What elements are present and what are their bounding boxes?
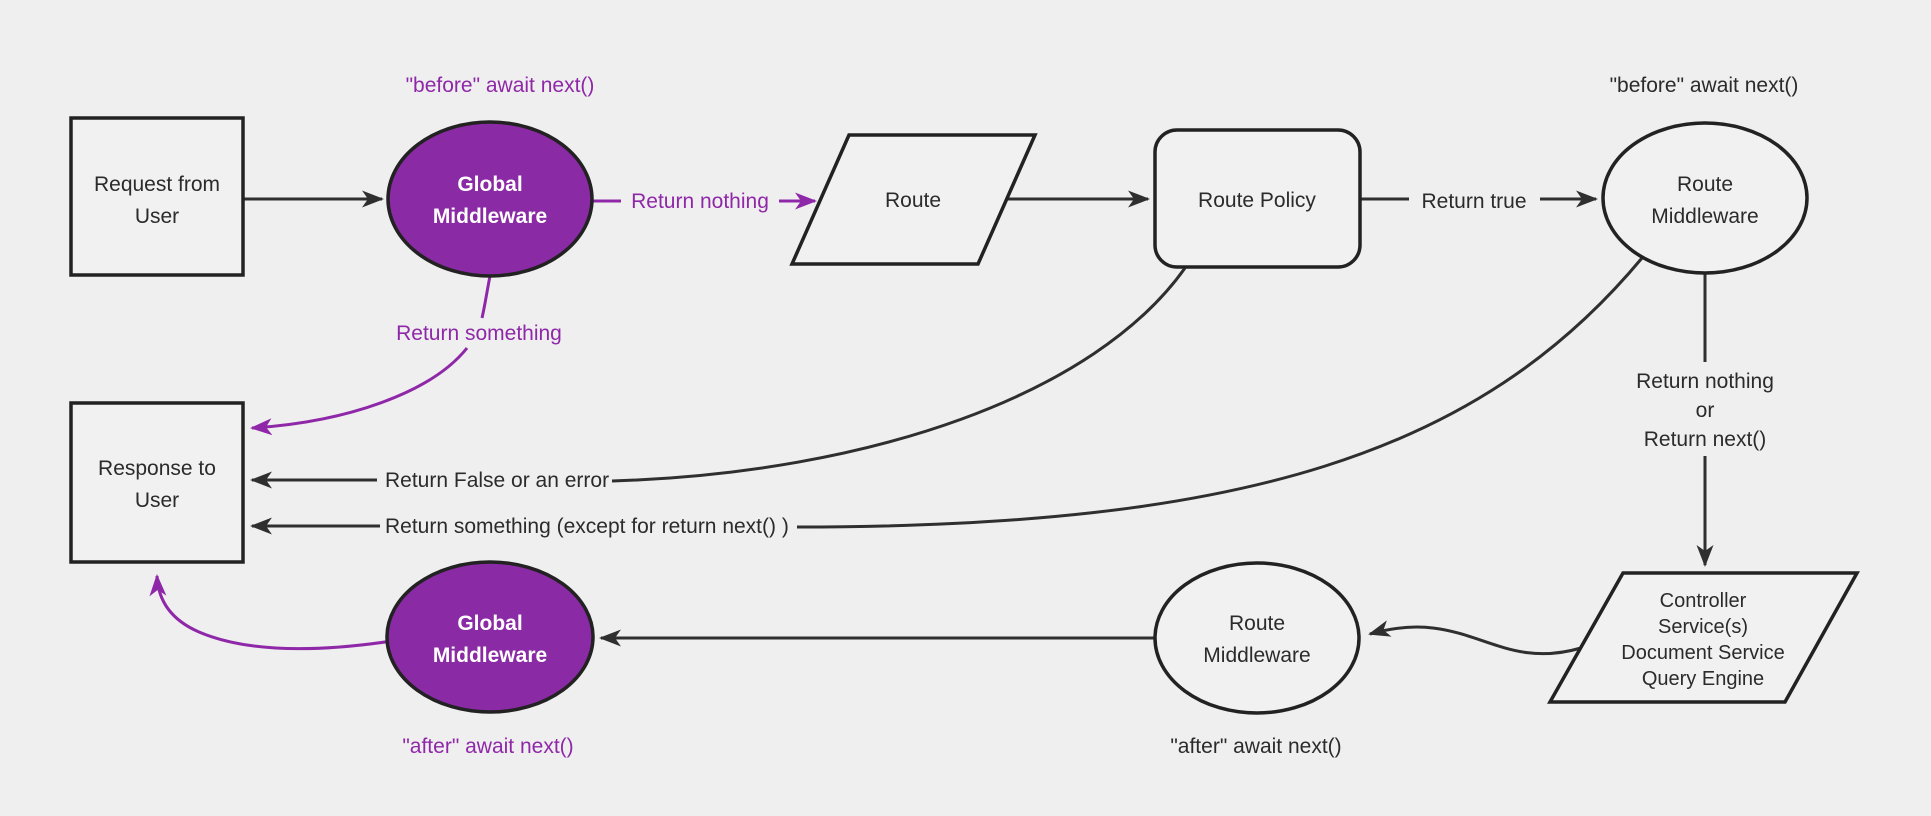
node-route-middleware-before-label: Middleware: [1651, 205, 1758, 228]
node-route-middleware-before-label: Route: [1677, 173, 1733, 196]
node-controller-services: [1546, 571, 1860, 704]
label-before-await-route: "before" await next(): [1610, 74, 1799, 97]
edge-controller-to-route-middleware-after: [1368, 620, 1582, 656]
node-controller-services-label: Query Engine: [1642, 668, 1764, 690]
label-return-something: Return something: [396, 322, 562, 345]
node-controller-services-label: Controller: [1660, 590, 1747, 612]
node-route-middleware-after-label: Route: [1229, 612, 1285, 635]
node-global-middleware-after: [385, 560, 595, 714]
node-request-from-user-label: Request from: [94, 173, 220, 196]
node-global-middleware-before-label: Middleware: [433, 205, 547, 228]
edge-return-something-bottom: [250, 347, 469, 436]
node-request-from-user: [69, 116, 245, 277]
node-controller-services-label: Document Service: [1621, 642, 1784, 664]
edge-global-middleware-after-to-response: [149, 574, 393, 651]
node-route-middleware-after-label: Middleware: [1203, 644, 1310, 667]
label-return-nothing-or-next: Return next(): [1644, 428, 1767, 451]
node-global-middleware-after-label: Global: [457, 612, 522, 635]
node-global-middleware-after-label: Middleware: [433, 644, 547, 667]
node-global-middleware-before: [386, 120, 594, 278]
label-after-await-route: "after" await next(): [1170, 735, 1341, 758]
node-route-middleware-after: [1153, 561, 1361, 715]
label-return-nothing-or-next: or: [1696, 399, 1715, 422]
label-return-false-or-error: Return False or an error: [385, 469, 609, 492]
label-before-await-global: "before" await next(): [406, 74, 595, 97]
node-route-middleware-before: [1601, 121, 1809, 275]
node-controller-services-label: Service(s): [1658, 616, 1748, 638]
node-request-from-user-label: User: [135, 205, 179, 228]
edge-return-something-except-curve: [796, 257, 1644, 529]
label-return-nothing-or-next: Return nothing: [1636, 370, 1774, 393]
node-route-policy-label: Route Policy: [1198, 189, 1316, 212]
node-route-policy: [1153, 128, 1362, 269]
label-return-nothing: Return nothing: [631, 190, 769, 213]
node-response-to-user-label: Response to: [98, 457, 216, 480]
node-global-middleware-before-label: Global: [457, 173, 522, 196]
edge-return-false-curve: [611, 267, 1187, 483]
node-response-to-user: [69, 401, 245, 564]
node-response-to-user-label: User: [135, 489, 179, 512]
label-return-true: Return true: [1421, 190, 1526, 213]
label-after-await-global: "after" await next(): [402, 735, 573, 758]
node-route-label: Route: [885, 189, 941, 212]
node-route: [789, 133, 1038, 266]
edge-return-something-top: [480, 275, 492, 319]
label-return-something-except: Return something (except for return next…: [385, 515, 789, 538]
